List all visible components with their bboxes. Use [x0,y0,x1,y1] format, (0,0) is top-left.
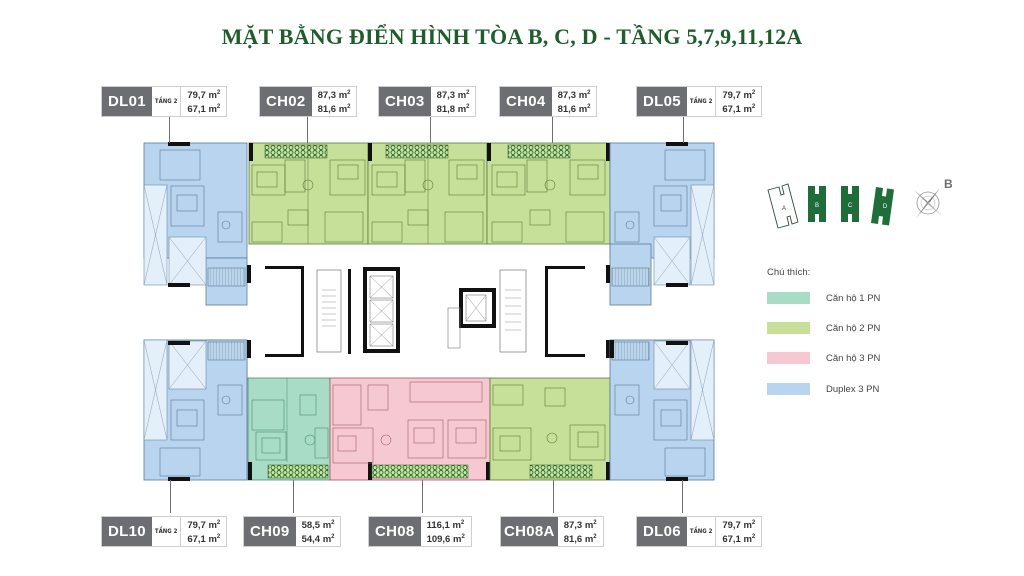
unit-ch09 [247,377,331,481]
unit-code: DL05 [637,87,687,116]
leader-dl06 [682,480,683,513]
legend-swatch [767,383,810,395]
legend-item-duplex: Duplex 3 PN [767,383,879,395]
unit-code: DL06 [637,517,687,546]
unit-ch02 [248,142,369,245]
key-plan-label-b: B [815,203,819,209]
compass-label: B [944,177,953,191]
legend-item-2pn: Căn hộ 2 PN [767,322,880,334]
unit-floor: TẦNG 2 [687,517,717,546]
unit-code: DL10 [102,517,152,546]
unit-dl10 [143,339,251,481]
legend-label: Căn hộ 1 PN [826,292,881,304]
leader-ch08 [422,480,423,513]
key-plan-block-b: B [808,186,826,222]
key-plan-block-c: C [841,186,859,222]
unit-code: CH04 [500,87,552,116]
legend-swatch [767,322,810,334]
key-plan-block-d: D [871,187,894,226]
unit-code: CH03 [379,87,431,116]
unit-ch03 [367,142,488,245]
leader-ch02 [307,117,308,143]
legend-item-1pn: Căn hộ 1 PN [767,292,880,304]
building-core [247,265,610,358]
unit-dl01 [143,142,248,306]
legend-label: Duplex 3 PN [826,383,880,395]
unit-code: CH02 [260,87,312,116]
page-title: MẶT BẰNG ĐIỂN HÌNH TÒA B, C, D - TẦNG 5,… [221,24,803,49]
legend-swatch [767,292,810,304]
unit-dl06 [609,339,715,481]
unit-ch08a [489,377,611,481]
unit-ch04 [486,142,611,245]
leader-dl05 [683,117,684,143]
unit-floor: TẦNG 2 [152,87,182,116]
leader-dl01 [169,117,170,143]
unit-ch08 [329,377,491,481]
unit-floor: TẦNG 2 [152,517,182,546]
legend-item-3pn: Căn hộ 3 PN [767,352,880,364]
legend-label: Căn hộ 2 PN [826,322,881,334]
unit-dl05 [609,142,715,306]
unit-code: CH08A [501,517,558,546]
unit-floor: TẦNG 2 [687,87,717,116]
legend-label: Căn hộ 3 PN [826,352,881,364]
unit-code: CH08 [369,517,421,546]
legend-title: Chú thích: [767,267,811,278]
unit-code: CH09 [244,517,296,546]
key-plan-label-c: C [848,203,853,209]
unit-code: DL01 [102,87,152,116]
key-plan-block-a: A [767,183,799,229]
leader-ch09 [293,480,294,513]
leader-ch03 [430,117,431,143]
leader-dl10 [170,480,171,513]
leader-ch08a [553,480,554,513]
key-plan-label-d: D [883,204,888,210]
legend-swatch [767,352,810,364]
compass-icon: B [914,177,953,218]
key-plan-label-a: A [782,206,786,212]
leader-ch04 [552,117,553,143]
